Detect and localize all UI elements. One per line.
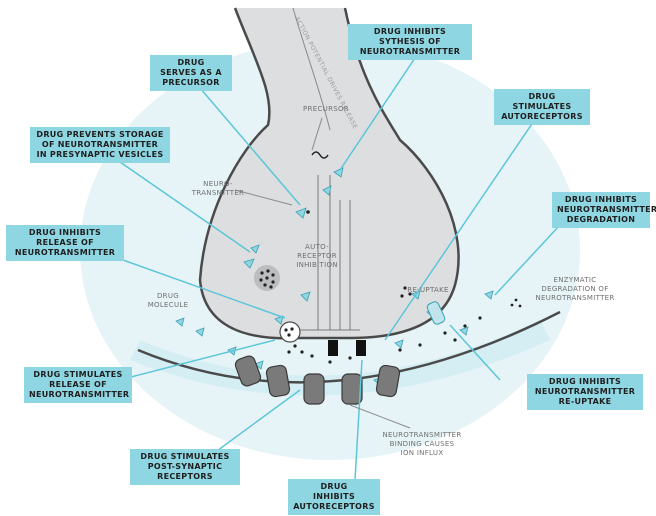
label-binding-influx: NEUROTRANSMITTER BINDING CAUSES ION INFL… [372,431,472,458]
callout-drug-stimulates-postsynaptic: DRUG STIMULATES POST-SYNAPTIC RECEPTORS [130,449,240,485]
releasing-vesicle [280,322,300,342]
callout-drug-inhibits-autoreceptors: DRUG INHIBITS AUTORECEPTORS [288,479,380,515]
callout-drug-serves-as-precursor: DRUG SERVES AS A PRECURSOR [150,55,232,91]
autoreceptor-left [328,340,338,356]
label-autoreceptor-inhibition: AUTO- RECEPTOR INHIBITION [287,243,347,270]
callout-drug-inhibits-release: DRUG INHIBITS RELEASE OF NEUROTRANSMITTE… [6,225,124,261]
callout-drug-stimulates-autoreceptors: DRUG STIMULATES AUTORECEPTORS [494,89,590,125]
label-reuptake: RE-UPTAKE [400,286,456,295]
label-precursor: PRECURSOR [296,105,356,114]
autoreceptor-right [356,340,366,356]
callout-drug-inhibits-reuptake: DRUG INHIBITS NEUROTRANSMITTER RE-UPTAKE [527,374,643,410]
label-drug-molecule: DRUG MOLECULE [140,292,196,310]
label-enzymatic-degradation: ENZYMATIC DEGRADATION OF NEUROTRANSMITTE… [525,276,625,303]
callout-drug-inhibits-degradation: DRUG INHIBITS NEUROTRANSMITTER DEGRADATI… [552,192,650,228]
callout-drug-inhibits-synthesis: DRUG INHIBITS SYTHESIS OF NEUROTRANSMITT… [348,24,472,60]
callout-drug-stimulates-release: DRUG STIMULATES RELEASE OF NEUROTRANSMIT… [24,367,132,403]
callout-drug-prevents-storage: DRUG PREVENTS STORAGE OF NEUROTRANSMITTE… [30,127,170,163]
label-neurotransmitter: NEURO- TRANSMITTER [188,180,248,198]
